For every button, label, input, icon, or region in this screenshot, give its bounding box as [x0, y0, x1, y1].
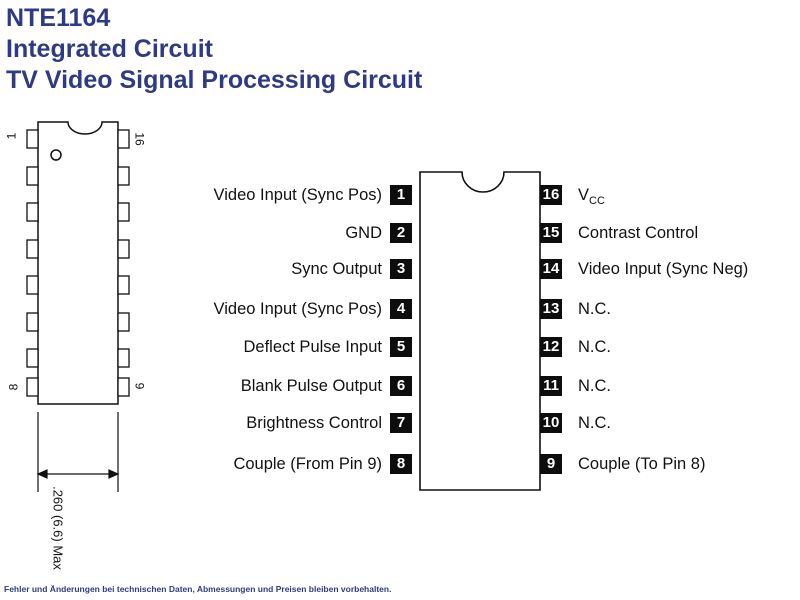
pin-label: Couple (From Pin 9): [233, 455, 382, 473]
pinout-chip-body: [419, 171, 541, 491]
part-number-title: NTE1164: [6, 4, 111, 32]
pin-label: Contrast Control: [578, 224, 699, 242]
package-lead-left: [26, 166, 39, 186]
vcc-label-main: V: [578, 186, 590, 204]
pin-label: GND: [345, 224, 382, 242]
pin-label: Sync Output: [291, 260, 382, 278]
subtitle-function: TV Video Signal Processing Circuit: [6, 66, 423, 94]
package-width-dimension: .260 (6.6) Max: [50, 486, 66, 570]
pin-number-badge: 12: [540, 337, 562, 357]
pin-label: Couple (To Pin 8): [578, 455, 706, 473]
package-lead-right: [117, 239, 130, 259]
package-lead-right: [117, 275, 130, 295]
package-lead-left: [26, 239, 39, 259]
pin-label: Brightness Control: [246, 414, 382, 432]
pin-number-badge: 13: [540, 299, 562, 319]
pin-number-badge: 8: [390, 454, 412, 474]
pin1-marker-circle: [50, 149, 62, 161]
package-pin9-label: 9: [132, 382, 147, 390]
footer-disclaimer: Fehler und Änderungen bei technischen Da…: [4, 584, 392, 594]
pin-label: VCC: [578, 185, 605, 207]
pin-label: Video Input (Sync Neg): [578, 260, 749, 278]
pin-number-badge: 16: [540, 185, 562, 205]
dimension-arrow-right: [108, 469, 120, 479]
pin-number-badge: 3: [390, 259, 412, 279]
package-lead-left: [26, 275, 39, 295]
pin-number-badge: 7: [390, 413, 412, 433]
package-pin1-label: 1: [4, 132, 19, 140]
pin-label: Blank Pulse Output: [240, 377, 382, 395]
package-lead-left: [26, 129, 39, 149]
pin-number-badge: 14: [540, 259, 562, 279]
pin-number-badge: 6: [390, 376, 412, 396]
package-pin8-label: 8: [6, 383, 21, 391]
pin-label: N.C.: [578, 300, 611, 318]
pin-label: N.C.: [578, 338, 611, 356]
pin-label: N.C.: [578, 377, 611, 395]
package-lead-right: [117, 348, 130, 368]
pin-label: Deflect Pulse Input: [243, 338, 383, 356]
package-lead-right: [117, 377, 130, 397]
pin-number-badge: 1: [390, 185, 412, 205]
package-lead-left: [26, 312, 39, 332]
pin-number-badge: 5: [390, 337, 412, 357]
pin-number-badge: 9: [540, 454, 562, 474]
dimension-arrow-left: [36, 469, 48, 479]
package-lead-left: [26, 377, 39, 397]
pin-number-badge: 2: [390, 223, 412, 243]
pin-number-badge: 4: [390, 299, 412, 319]
package-lead-right: [117, 129, 130, 149]
pin-number-badge: 11: [540, 376, 562, 396]
package-lead-left: [26, 348, 39, 368]
vcc-label-subscript: CC: [589, 195, 605, 207]
pin-label: N.C.: [578, 414, 611, 432]
package-pin16-label: 16: [132, 132, 147, 146]
pin-number-badge: 10: [540, 413, 562, 433]
package-lead-left: [26, 202, 39, 222]
package-lead-right: [117, 202, 130, 222]
package-lead-right: [117, 166, 130, 186]
pin-number-badge: 15: [540, 223, 562, 243]
package-body: [37, 121, 119, 405]
package-lead-right: [117, 312, 130, 332]
pin-label: Video Input (Sync Pos): [213, 300, 382, 318]
subtitle-integrated-circuit: Integrated Circuit: [6, 35, 213, 63]
pin-label: Video Input (Sync Pos): [213, 186, 382, 204]
